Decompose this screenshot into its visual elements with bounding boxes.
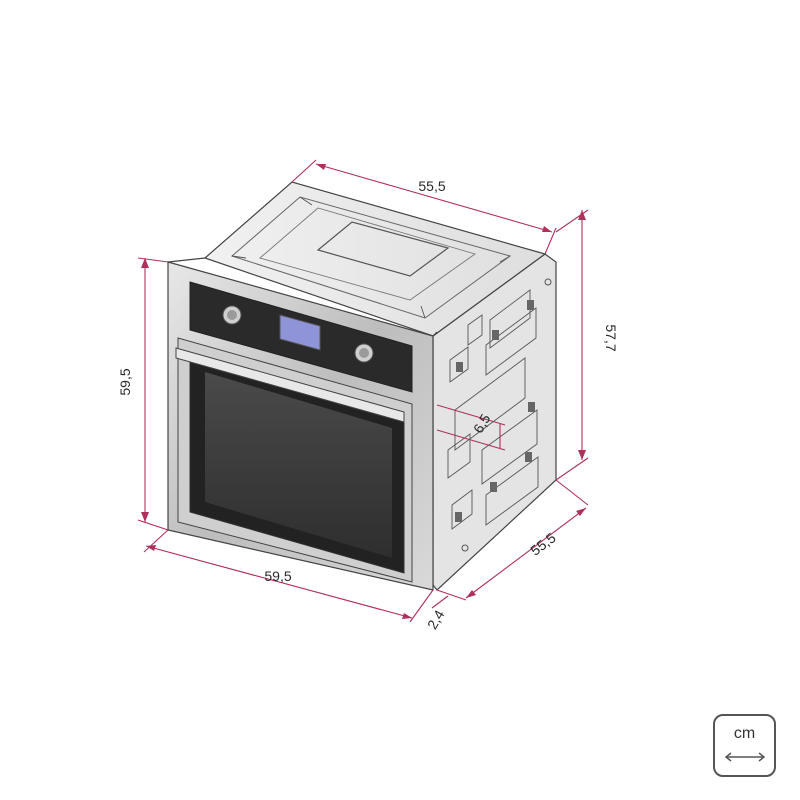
dim-bottom-depth <box>465 479 589 599</box>
label-front-width: 59,5 <box>264 568 291 584</box>
double-arrow-icon <box>724 752 766 762</box>
oven-control-panel <box>189 281 413 393</box>
unit-label: cm <box>733 725 756 742</box>
label-bottom-depth: 55,5 <box>527 529 559 558</box>
door-handle <box>175 347 405 423</box>
label-side-height: 57,7 <box>603 324 619 351</box>
left-knob <box>222 305 242 325</box>
label-top-depth: 55,5 <box>418 178 445 194</box>
label-front-height: 59,5 <box>117 368 133 395</box>
oven-door <box>175 337 413 583</box>
dim-top-depth <box>291 159 557 255</box>
unit-badge: cm <box>713 714 776 777</box>
display-screen <box>279 314 321 351</box>
door-window <box>205 372 392 558</box>
right-knob <box>354 343 374 363</box>
dim-front-width <box>143 529 434 623</box>
dim-inner-offset <box>436 404 506 451</box>
dim-front-height <box>137 257 169 531</box>
dim-panel-offset <box>431 589 467 609</box>
dim-side-height <box>555 209 589 481</box>
label-panel-offset: 2,4 <box>424 607 448 632</box>
